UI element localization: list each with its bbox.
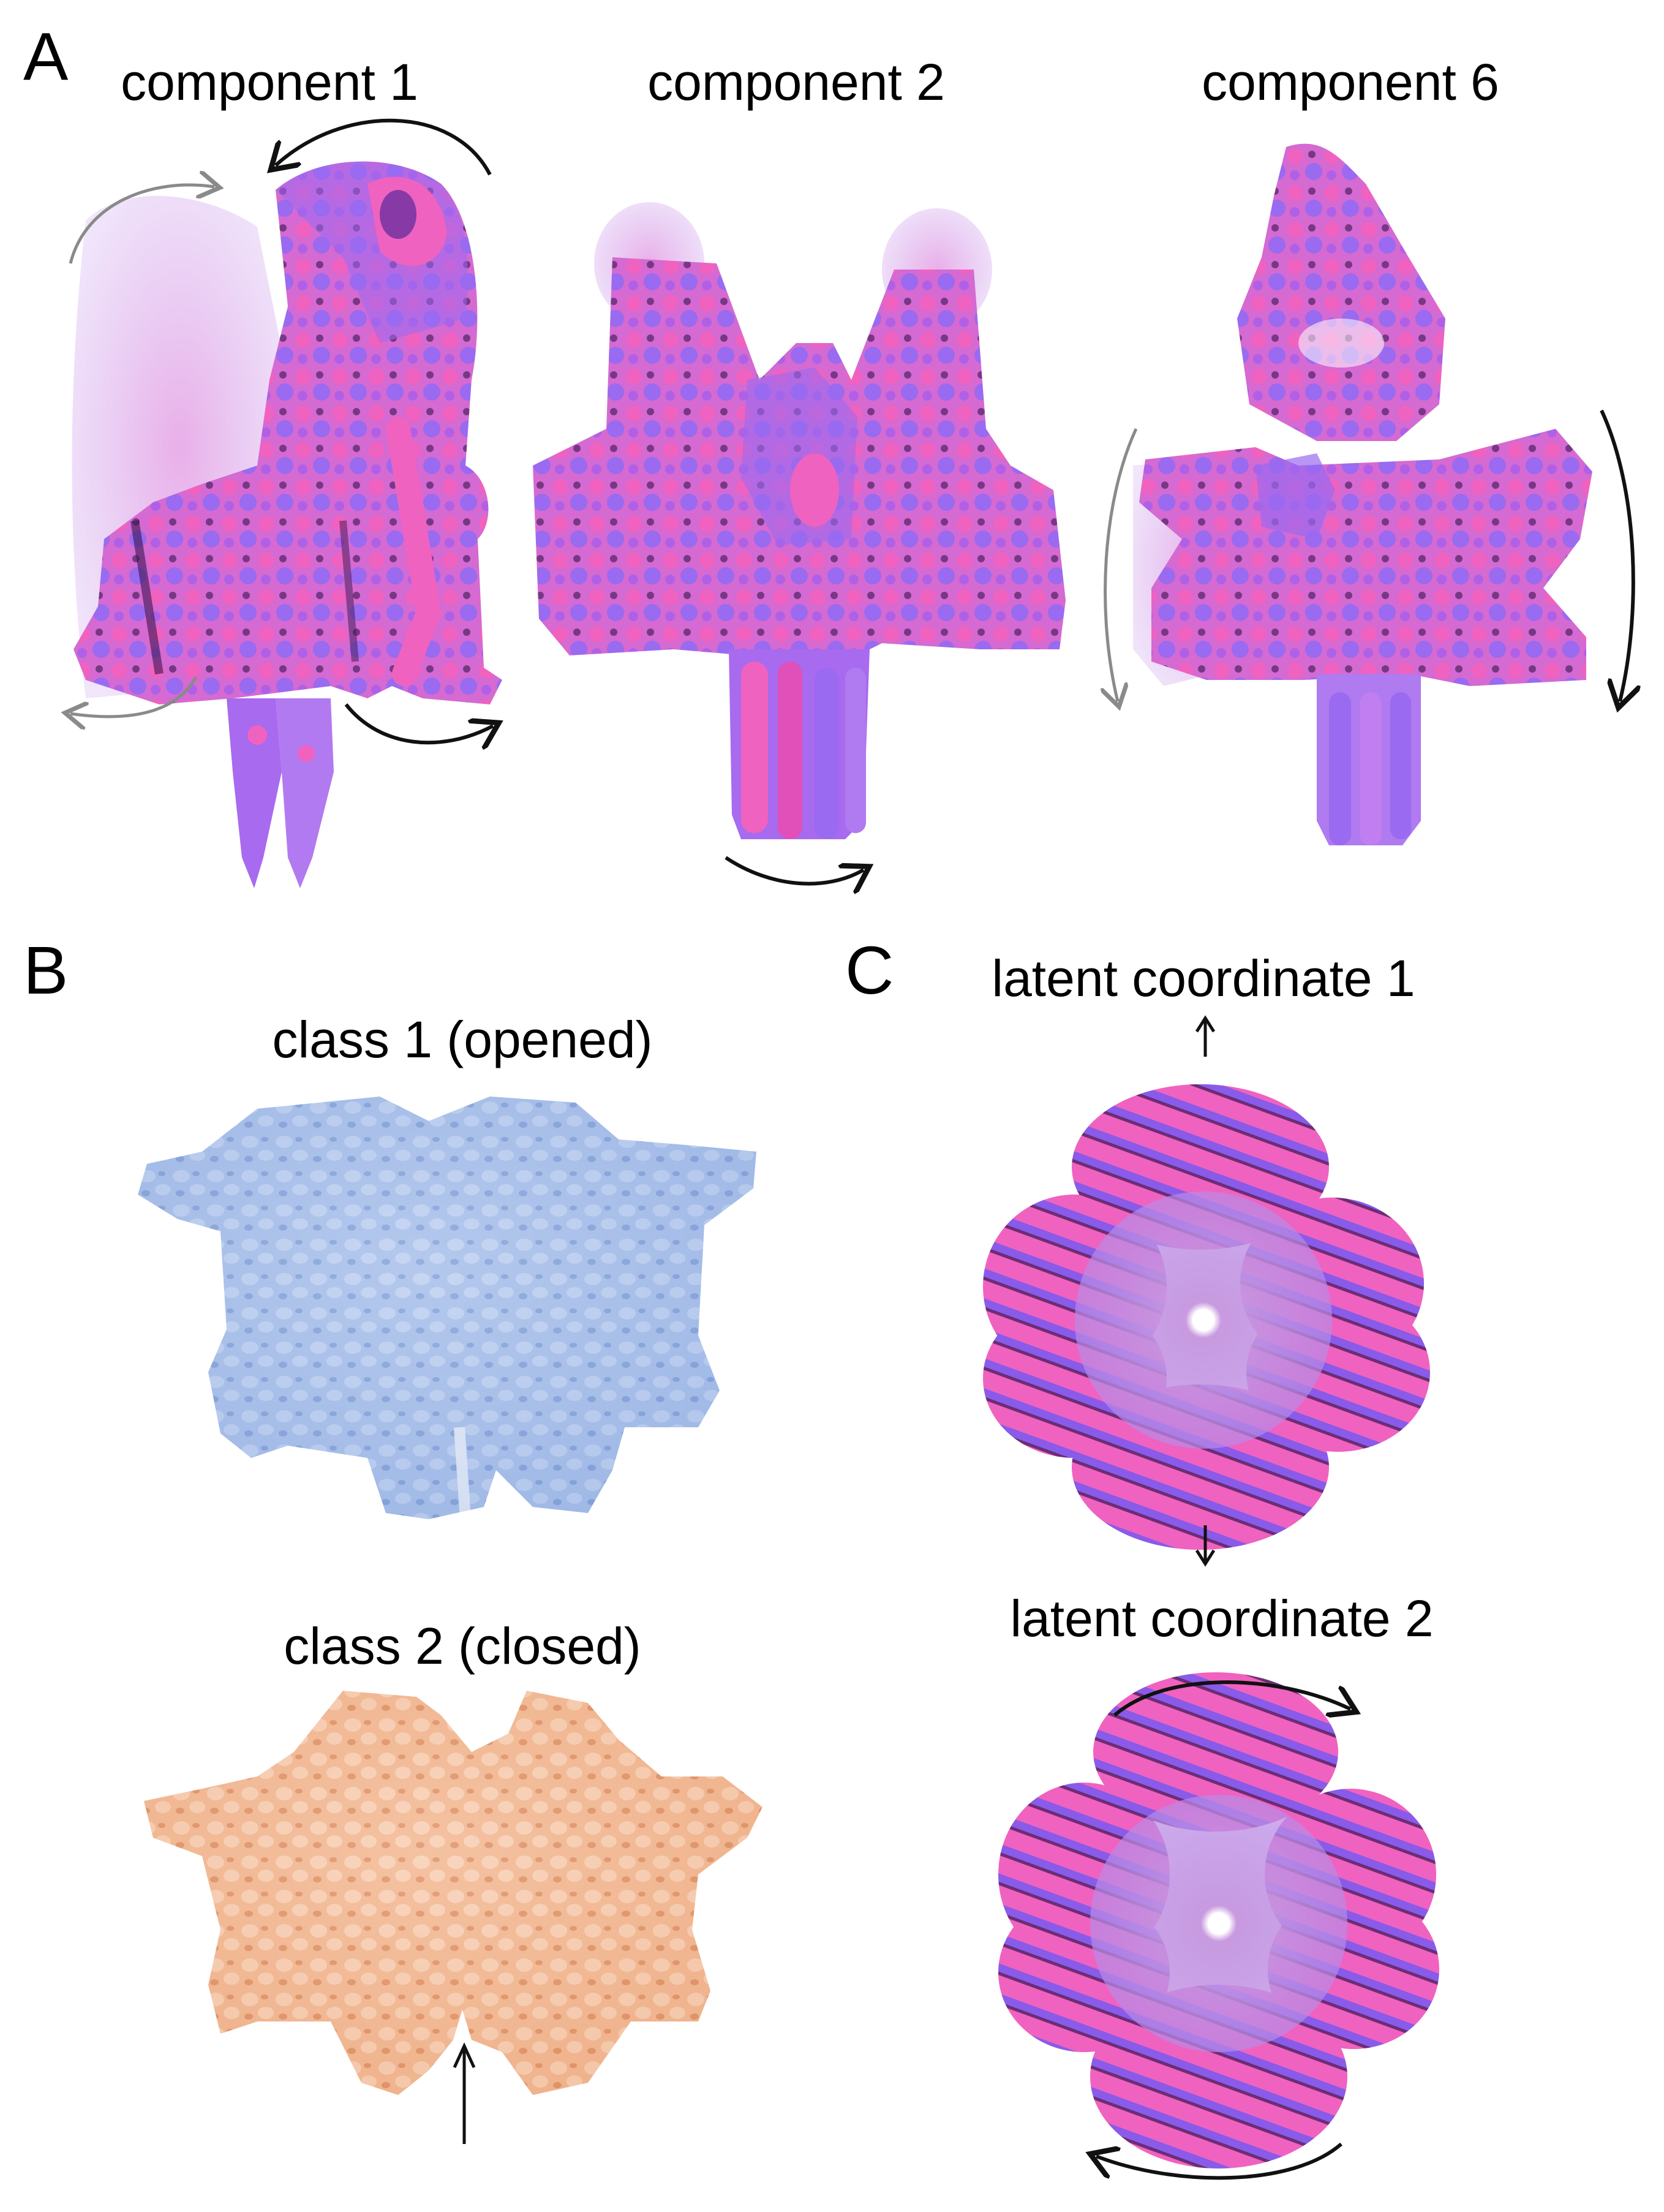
panel-a-letter: A [23,19,69,94]
component-2-black-arc-bottom [725,856,864,884]
latent-coordinate-1-label: latent coordinate 1 [992,949,1415,1007]
class-1-opened-density-map [138,1097,756,1520]
component-2-solid-density [533,257,1066,662]
component-6-top-domain [1237,143,1445,441]
component-1-solid-density [73,161,502,704]
class-2-label: class 2 (closed) [284,1617,641,1675]
component-6-gray-arc-left [1105,428,1138,701]
component-6-density-map [0,143,1664,845]
component-2-density-map [533,202,1066,907]
class-2-gap-arrow-icon [453,2042,476,2144]
latent-coordinate-2-label: latent coordinate 2 [1010,1590,1434,1647]
panel-c-letter: C [845,933,894,1008]
component-1-density-map [0,118,1664,888]
component-6-membrane-domain [1139,429,1592,686]
component-1-gray-arc-bottom-left [70,676,198,717]
component-1-gray-arc-top-left [69,185,214,264]
component-6-stalk [1317,674,1421,845]
component-1-label: component 1 [121,53,418,111]
component-2-label: component 2 [647,53,945,111]
latent-coordinate-2-bottom-arc-arrow [1096,2142,1342,2180]
component-1-stalk [227,698,334,888]
panel-b-letter: B [23,933,69,1008]
class-2-closed-density-map [144,1691,762,2144]
component-1-black-arc-bottom-right [344,703,493,742]
class-1-label: class 1 (opened) [272,1011,653,1068]
component-6-black-arc-right [1600,409,1633,701]
latent-coordinate-2-top-arc-arrow [1113,1680,1350,1715]
component-1-black-arc-top-right [276,118,492,176]
component-6-label: component 6 [1202,53,1499,111]
component-2-transmembrane-bundle [729,649,870,839]
